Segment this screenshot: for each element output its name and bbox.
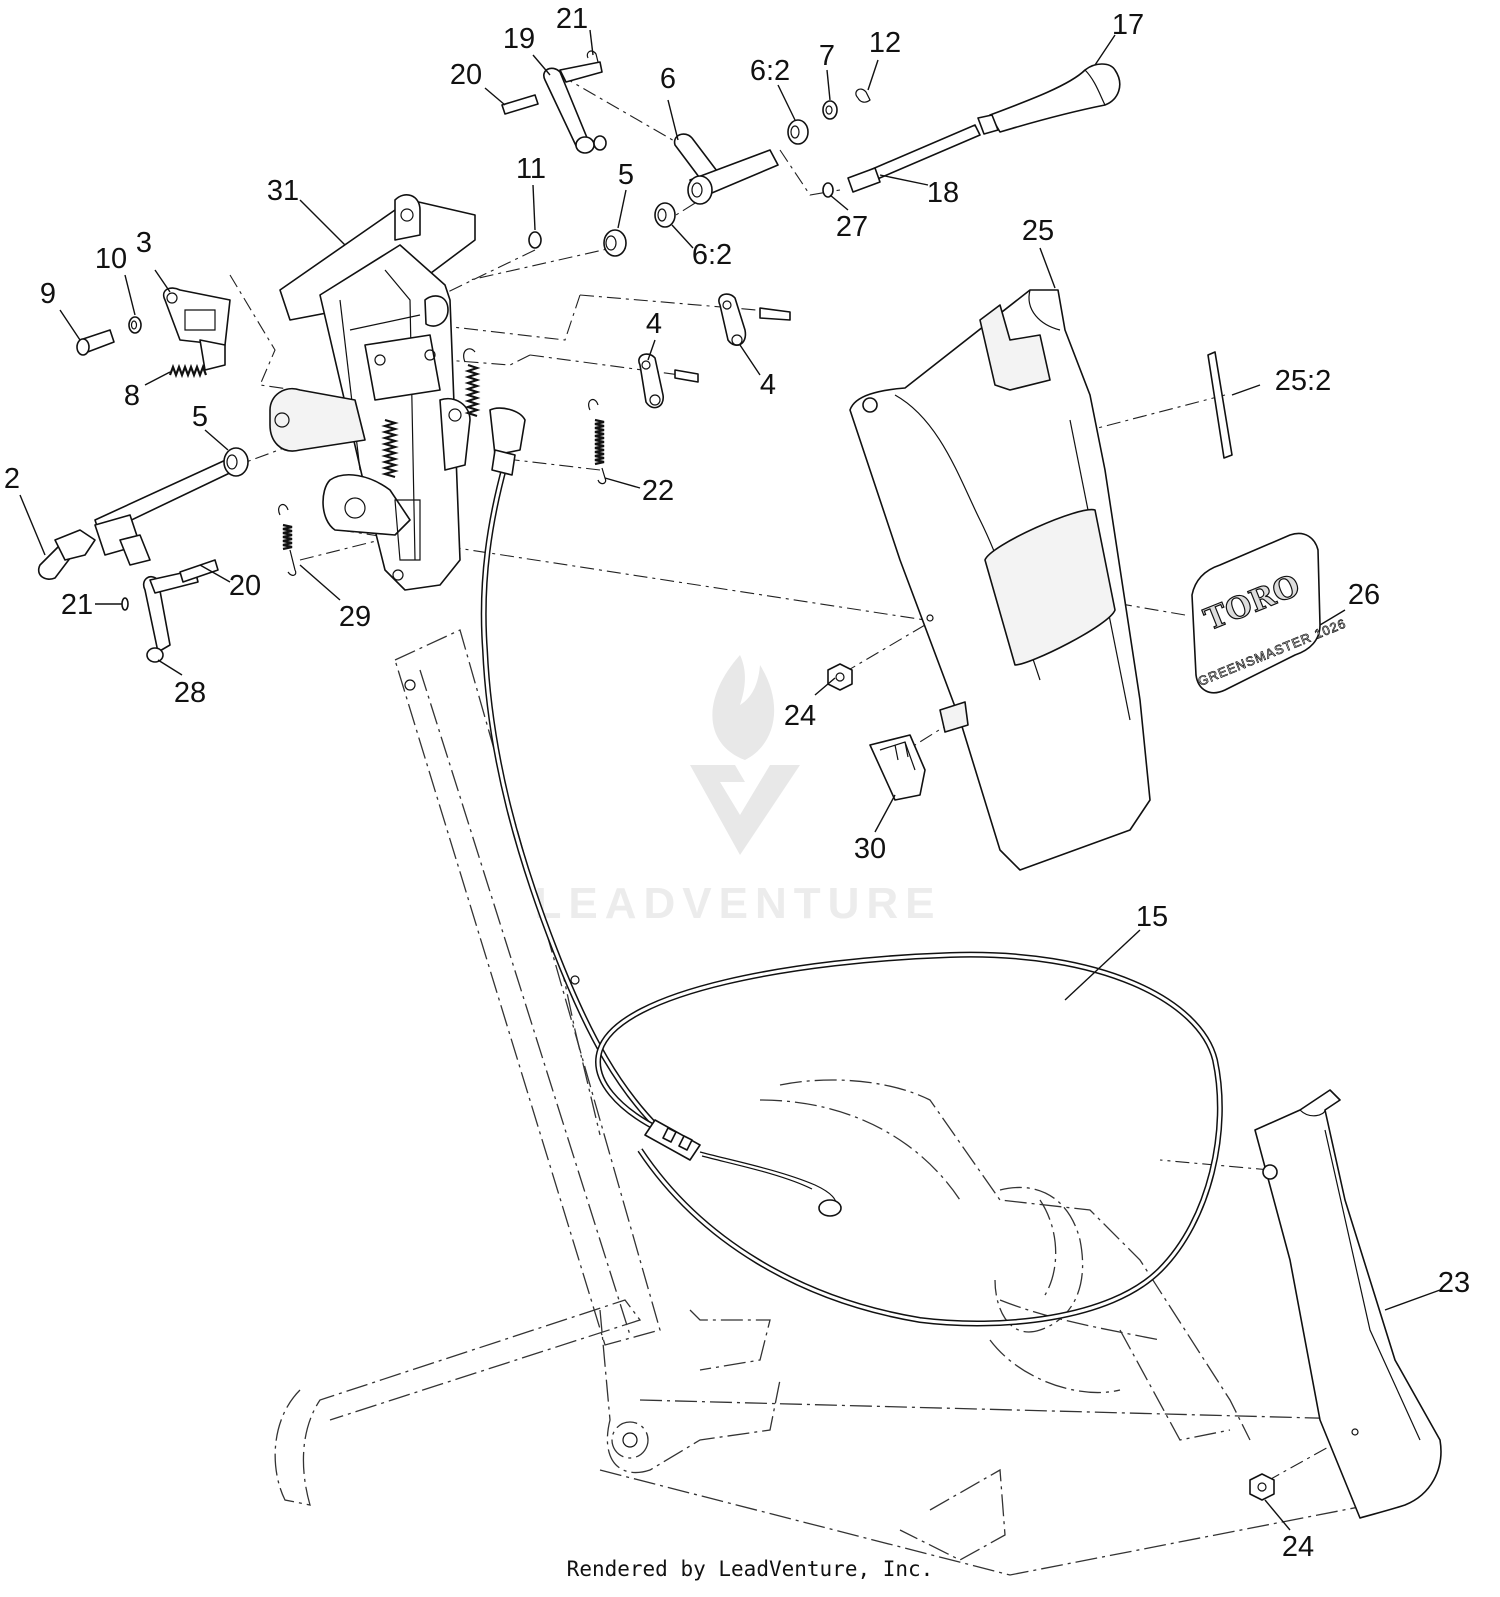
callout-7: 7 — [819, 40, 835, 72]
side-panel-23 — [1254, 1089, 1442, 1519]
callout-25-2: 25:2 — [1275, 365, 1331, 397]
callout-8: 8 — [124, 380, 140, 412]
lower-lever-28 — [121, 559, 219, 663]
callout-24-upper: 24 — [784, 700, 816, 732]
watermark-logo: LEADVENTURE — [534, 655, 941, 928]
callout-12: 12 — [869, 27, 901, 59]
shroud-25 — [849, 289, 1151, 871]
spring-29 — [278, 503, 297, 576]
callout-31: 31 — [267, 175, 299, 207]
bushings-5 — [223, 229, 627, 477]
machine-frame — [274, 629, 1396, 1576]
callout-6: 6 — [660, 63, 676, 95]
lever-19 — [501, 50, 607, 154]
callout-25: 25 — [1022, 215, 1054, 247]
callout-29: 29 — [339, 601, 371, 633]
washers-and-clips — [128, 88, 871, 334]
callout-15: 15 — [1136, 901, 1168, 933]
callout-5-left: 5 — [192, 401, 208, 433]
callout-pointers — [19, 29, 1441, 1531]
bolt-9 — [76, 329, 115, 356]
nuts-24 — [827, 663, 1275, 1501]
callout-24-lower: 24 — [1282, 1531, 1314, 1563]
spring-8 — [168, 363, 208, 379]
callout-2: 2 — [4, 463, 20, 495]
lever-6 — [673, 133, 779, 205]
callout-3: 3 — [136, 227, 152, 259]
bracket-3 — [162, 287, 231, 371]
callout-20-lower: 20 — [229, 570, 261, 602]
callout-26: 26 — [1348, 579, 1380, 611]
callout-21: 21 — [556, 3, 588, 35]
callout-19: 19 — [503, 23, 535, 55]
callout-4-right: 4 — [760, 369, 776, 401]
callout-27: 27 — [836, 211, 868, 243]
spring-22 — [588, 398, 607, 485]
switch-30 — [869, 734, 926, 801]
callout-21-lower: 21 — [61, 589, 93, 621]
throttle-cable-15 — [480, 449, 1223, 1327]
callout-labels: 21 19 20 6 6:2 7 12 17 11 5 31 18 27 6:2… — [4, 3, 1470, 1563]
callout-5-top: 5 — [618, 159, 634, 191]
callout-20: 20 — [450, 59, 482, 91]
gasket-strip-25-2 — [1207, 351, 1233, 459]
handle-17 — [977, 63, 1121, 135]
callout-10: 10 — [95, 243, 127, 275]
callout-6-2-top: 6:2 — [750, 55, 790, 87]
rod-18 — [847, 124, 981, 193]
callout-22: 22 — [642, 475, 674, 507]
callout-6-2-bottom: 6:2 — [692, 239, 732, 271]
callout-9: 9 — [40, 278, 56, 310]
lever-shaft-2 — [37, 457, 237, 580]
cable-clamps-4 — [638, 293, 791, 409]
callout-11: 11 — [516, 153, 546, 185]
render-credit: Rendered by LeadVenture, Inc. — [566, 1557, 934, 1581]
callout-28: 28 — [174, 677, 206, 709]
control-bracket-31 — [269, 194, 526, 591]
callout-18: 18 — [927, 177, 959, 209]
watermark-text: LEADVENTURE — [534, 879, 941, 928]
callout-17: 17 — [1112, 9, 1144, 41]
callout-30: 30 — [854, 833, 886, 865]
callout-4-left: 4 — [646, 308, 662, 340]
bushings-6-2 — [654, 119, 809, 228]
decal-26: TORO GREENSMASTER 1026 — [1191, 532, 1349, 694]
callout-23: 23 — [1438, 1267, 1470, 1299]
